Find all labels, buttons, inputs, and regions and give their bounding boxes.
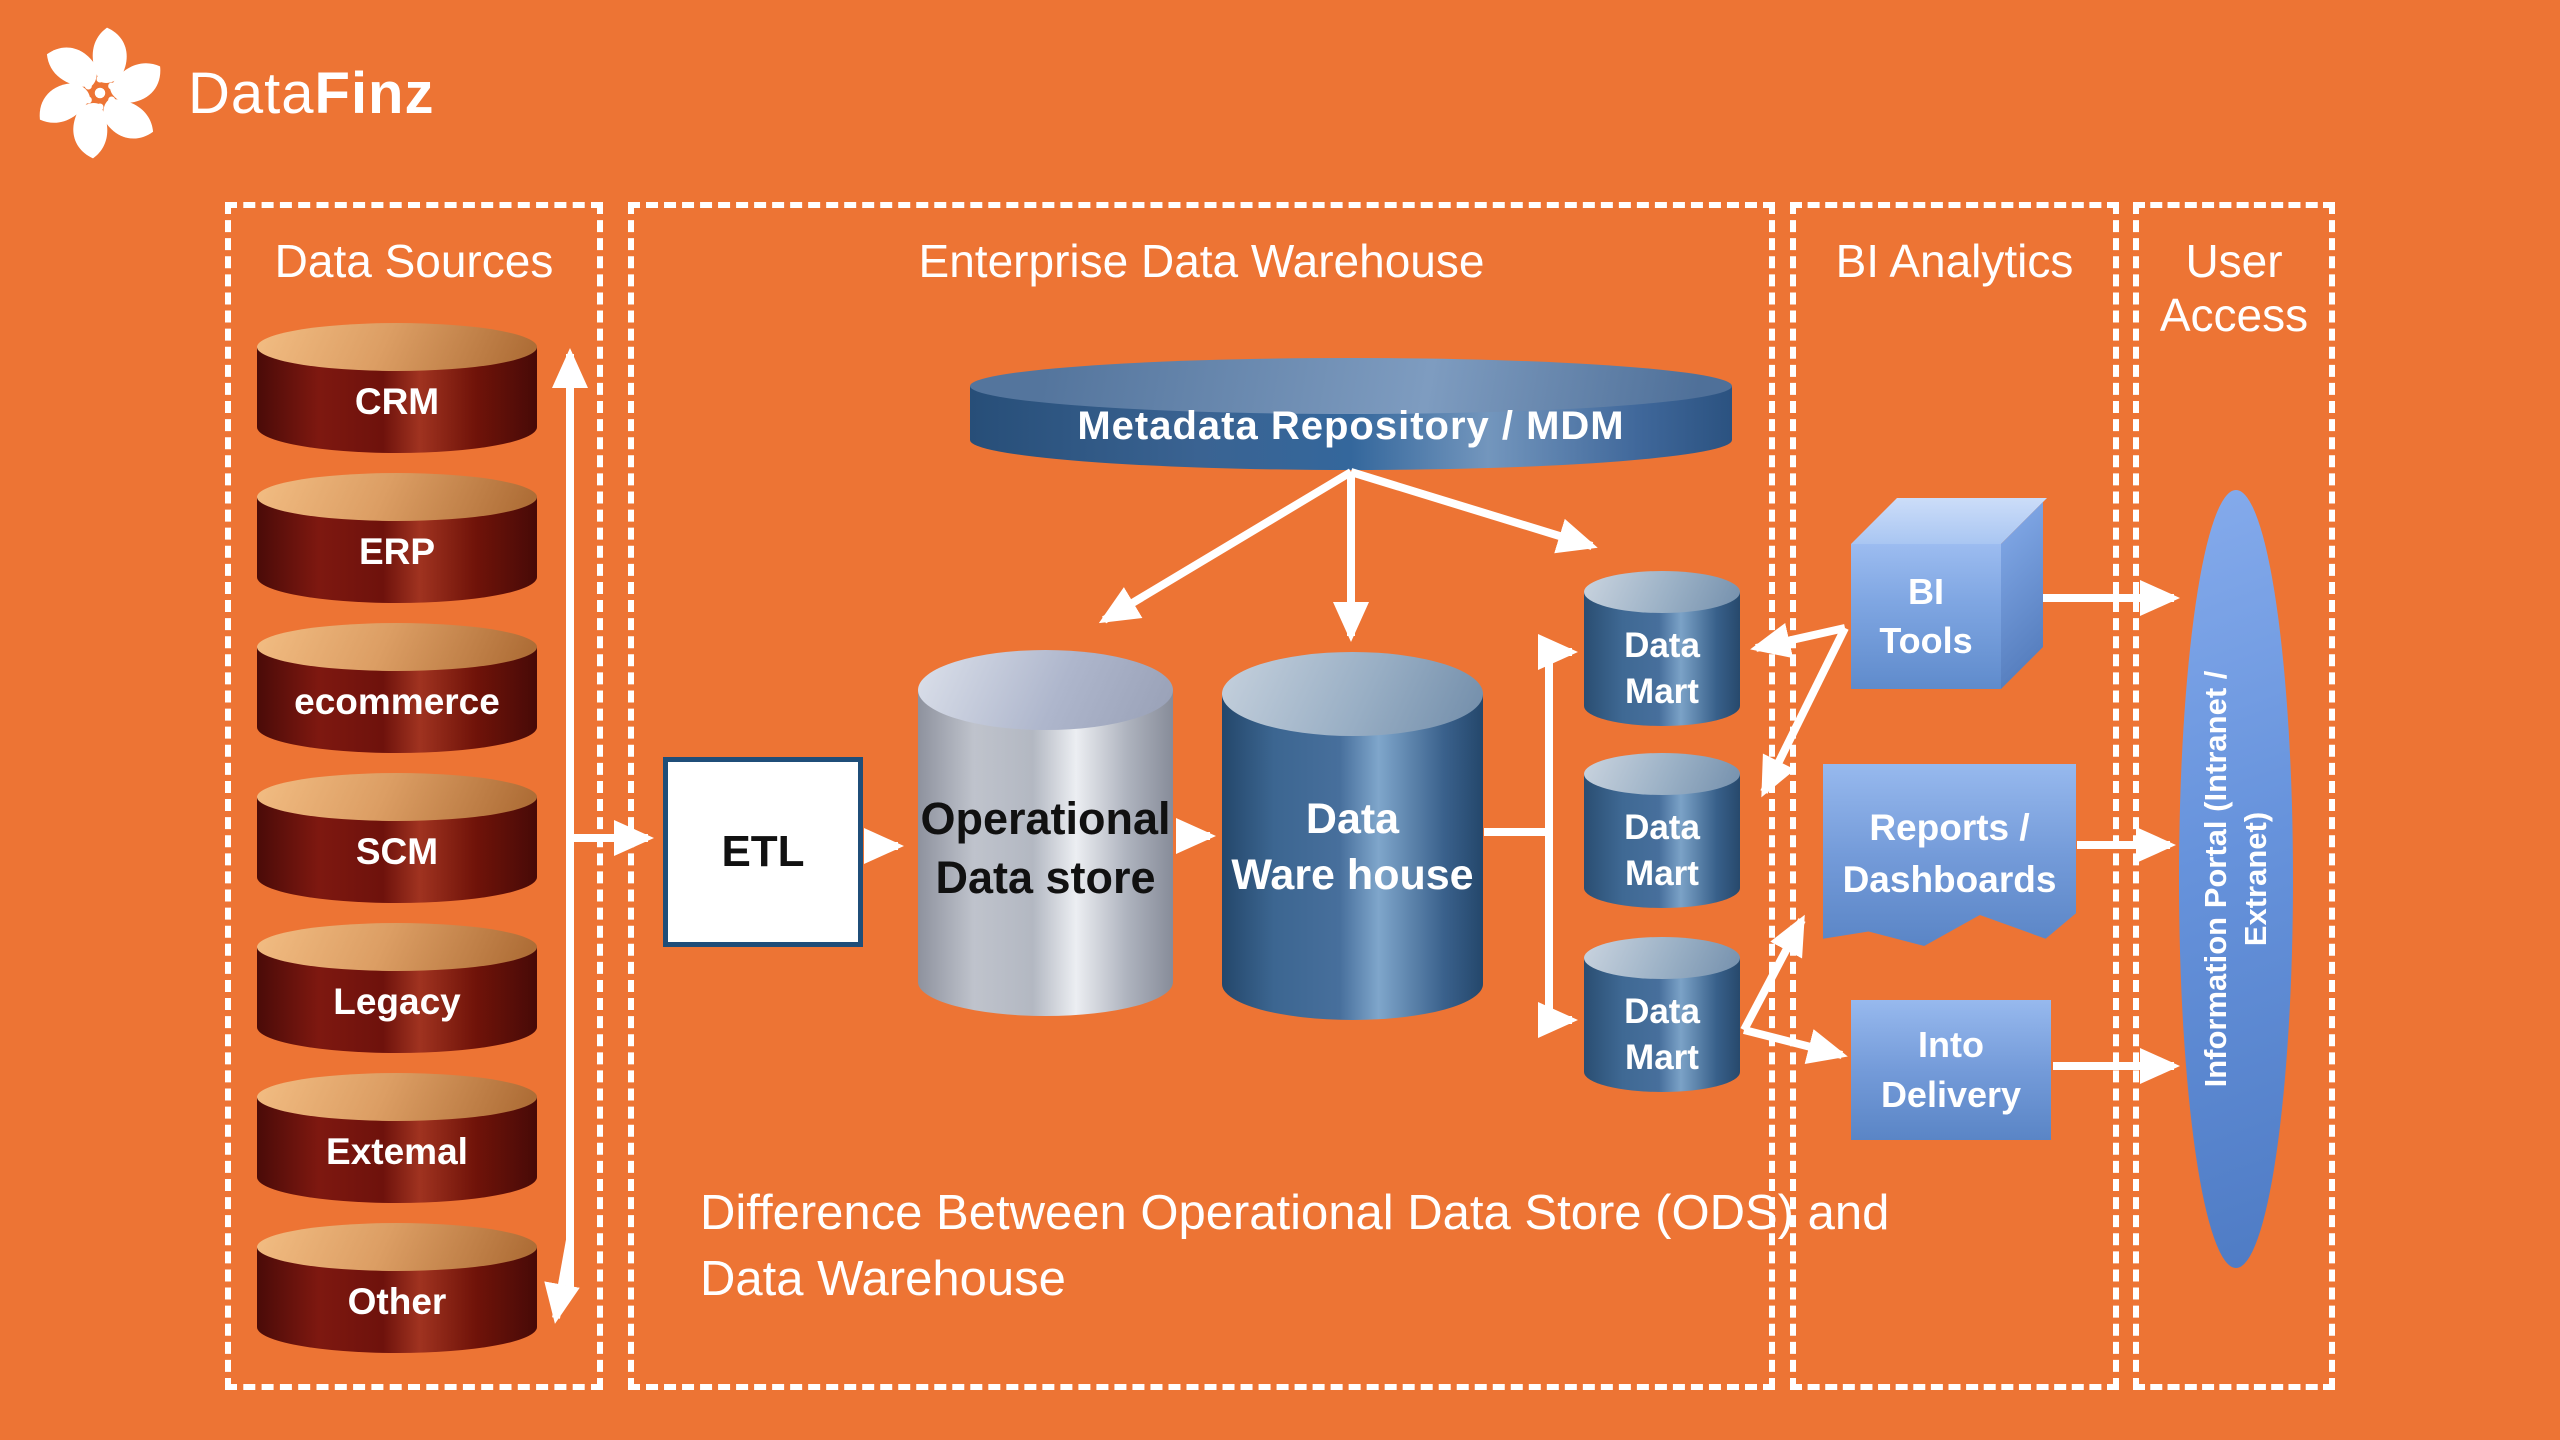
bi-tools-line2: Tools <box>1879 619 1973 661</box>
bi-analytics-title: BI Analytics <box>1835 235 2074 287</box>
ods-label-line2: Data store <box>935 851 1156 903</box>
data-mart-2-body <box>1584 774 1740 908</box>
data-mart-1-body <box>1584 592 1740 726</box>
delivery-line2: Delivery <box>1880 1074 2022 1115</box>
user-access-title-line2: Access <box>2159 289 2309 342</box>
datafinz-pinwheel-icon <box>39 27 161 159</box>
into-delivery-panel: Into Delivery <box>1851 1000 2051 1140</box>
dw-label-line1: Data <box>1305 795 1400 843</box>
edw-title: Enterprise Data Warehouse <box>918 235 1485 287</box>
brand-name: DataFinz <box>188 60 435 127</box>
cylinder-extemal-label: Extemal <box>326 1131 468 1172</box>
portal-label-line1: Information Portal (Intranet / <box>2197 670 2233 1088</box>
ods-label: Operational Data store <box>918 790 1173 907</box>
etl-box: ETL <box>663 757 863 947</box>
reports-line1: Reports / <box>1869 807 2030 848</box>
data-mart-3-line2: Mart <box>1625 1038 1699 1078</box>
cylinder-crm-label: CRM <box>354 381 440 422</box>
bi-tools-cube: BI Tools <box>1851 544 2001 689</box>
ods-cylinder: Operational Data store <box>918 650 1173 1016</box>
data-mart-2-line2: Mart <box>1625 854 1699 894</box>
user-access-title: User Access <box>2139 234 2329 343</box>
user-access-title-line1: User <box>2185 235 2283 287</box>
cylinder-other-label: Other <box>347 1281 447 1322</box>
data-mart-1-top <box>1584 571 1740 613</box>
data-mart-3-body <box>1584 958 1740 1092</box>
cylinder-scm-top <box>257 773 537 821</box>
cylinder-erp: ERP <box>257 473 537 603</box>
cylinder-extemal: Extemal <box>257 1073 537 1203</box>
data-warehouse-cylinder: Data Ware house <box>1222 652 1483 1020</box>
data-sources-title: Data Sources <box>274 235 554 287</box>
data-mart-1-line1: Data <box>1624 626 1700 665</box>
information-portal-label: Information Portal (Intranet / Extranet) <box>2179 499 2293 1259</box>
data-mart-3-label: Data Mart <box>1584 989 1740 1081</box>
data-mart-1-label: Data Mart <box>1584 623 1740 715</box>
reports-dashboards-panel: Reports / Dashboards <box>1823 764 2076 946</box>
user-access-section: User Access <box>2133 202 2335 1390</box>
data-mart-2-line1: Data <box>1624 808 1700 847</box>
metadata-repository-label: Metadata Repository / MDM <box>1077 404 1625 448</box>
caption-line2: Data Warehouse <box>700 1252 1066 1307</box>
data-mart-2: Data Mart <box>1584 753 1740 908</box>
data-mart-2-label: Data Mart <box>1584 805 1740 897</box>
data-mart-1-line2: Mart <box>1625 672 1699 712</box>
cylinder-ecommerce-top <box>257 623 537 671</box>
cylinder-other-top <box>257 1223 537 1271</box>
data-mart-2-top <box>1584 753 1740 795</box>
metadata-repository-disk: Metadata Repository / MDM <box>970 358 1732 470</box>
ods-label-line1: Operational <box>920 793 1171 844</box>
logo: DataFinz <box>30 18 435 168</box>
brand-bold: Finz <box>314 60 435 126</box>
cylinder-extemal-top <box>257 1073 537 1121</box>
cylinder-scm: SCM <box>257 773 537 903</box>
metadata-disk-top <box>970 358 1732 414</box>
caption: Difference Between Operational Data Stor… <box>700 1180 1889 1312</box>
cylinder-crm: CRM <box>257 323 537 453</box>
reports-line2: Dashboards <box>1842 858 2057 900</box>
cylinder-ecommerce: ecommerce <box>257 623 537 753</box>
data-warehouse-body <box>1222 694 1483 1020</box>
information-portal-ellipse: Information Portal (Intranet / Extranet) <box>2179 490 2293 1268</box>
data-mart-3-line1: Data <box>1624 992 1700 1031</box>
cylinder-legacy: Legacy <box>257 923 537 1053</box>
cylinder-legacy-top <box>257 923 537 971</box>
data-warehouse-label: Data Ware house <box>1222 792 1483 904</box>
cylinder-crm-top <box>257 323 537 371</box>
brand-light: Data <box>188 60 315 126</box>
etl-label: ETL <box>721 827 805 876</box>
cylinder-ecommerce-label: ecommerce <box>294 681 500 722</box>
cylinder-erp-label: ERP <box>358 531 436 572</box>
portal-label-line2: Extranet) <box>2238 811 2273 947</box>
cylinder-scm-label: SCM <box>355 831 439 872</box>
cylinder-other: Other <box>257 1223 537 1353</box>
data-mart-3-top <box>1584 937 1740 979</box>
delivery-line1: Into <box>1918 1023 1984 1065</box>
data-sources-section: Data Sources <box>225 202 603 1390</box>
cylinder-legacy-label: Legacy <box>333 981 461 1022</box>
ods-cylinder-body <box>918 690 1173 1016</box>
dw-label-line2: Ware house <box>1231 850 1474 899</box>
caption-line1: Difference Between Operational Data Stor… <box>700 1186 1890 1240</box>
data-warehouse-top <box>1222 652 1483 736</box>
ods-cylinder-top <box>918 650 1173 730</box>
data-mart-3: Data Mart <box>1584 937 1740 1092</box>
bi-tools-line1: BI <box>1908 570 1944 612</box>
data-mart-1: Data Mart <box>1584 571 1740 726</box>
cylinder-erp-top <box>257 473 537 521</box>
